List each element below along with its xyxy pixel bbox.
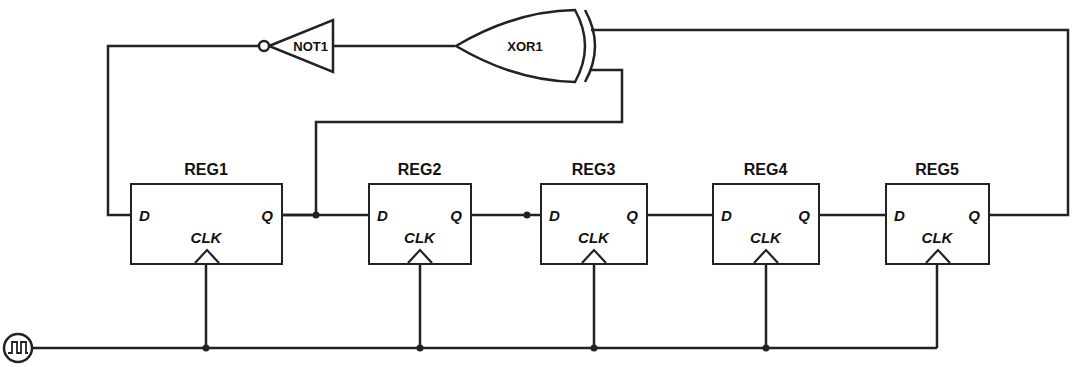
inversion-bubble <box>259 41 269 51</box>
register-name: REG2 <box>398 162 442 178</box>
register-box: REG1DQCLK <box>130 183 283 265</box>
clock-drop <box>936 265 939 348</box>
gate-outline <box>456 10 585 82</box>
not-gate: NOT1 <box>258 18 334 74</box>
pin-label: D <box>721 208 732 223</box>
signal-wire <box>820 214 885 217</box>
clock-drop <box>765 265 768 348</box>
clock-drop <box>205 265 208 348</box>
pin-label: Q <box>798 208 810 223</box>
register-box: REG2DQCLK <box>368 183 472 265</box>
pin-label: Q <box>261 208 273 223</box>
pin-label: Q <box>968 208 980 223</box>
clock-bus <box>32 347 937 350</box>
signal-wire <box>472 214 540 217</box>
clock-pin-label: CLK <box>404 230 435 245</box>
junction-dot <box>203 345 210 352</box>
gate-label: NOT1 <box>293 40 328 53</box>
register-box: REG4DQCLK <box>712 183 820 265</box>
register-name: REG3 <box>572 162 616 178</box>
clock-drop <box>593 265 596 348</box>
gate-outline <box>269 20 333 72</box>
clock-triangle <box>754 249 778 263</box>
clock-pin-label: CLK <box>922 230 953 245</box>
junction-dot <box>417 345 424 352</box>
signal-wire <box>334 45 455 48</box>
clock-triangle <box>582 249 606 263</box>
xor-gate: XOR1 <box>455 8 605 84</box>
clock-pin-label: CLK <box>750 230 781 245</box>
clock-source <box>4 334 32 362</box>
pin-label: Q <box>450 208 462 223</box>
signal-wire <box>648 214 712 217</box>
clock-triangle <box>408 249 432 263</box>
register-box: REG5DQCLK <box>885 183 990 265</box>
pin-label: D <box>894 208 905 223</box>
register-name: REG4 <box>744 162 788 178</box>
pin-label: D <box>377 208 388 223</box>
register-box: REG3DQCLK <box>540 183 648 265</box>
register-name: REG1 <box>184 162 228 178</box>
clock-pin-label: CLK <box>578 230 609 245</box>
clock-triangle <box>926 249 950 263</box>
square-wave <box>8 342 28 353</box>
gate-label: XOR1 <box>507 40 542 53</box>
pin-label: D <box>139 208 150 223</box>
signal-wire <box>605 30 1068 215</box>
input-lead <box>591 69 605 72</box>
pin-label: D <box>549 208 560 223</box>
register-name: REG5 <box>915 162 959 178</box>
clock-drop <box>419 265 422 348</box>
junction-dot <box>591 345 598 352</box>
junction-dot <box>763 345 770 352</box>
input-lead <box>591 29 605 32</box>
clock-pin-label: CLK <box>191 230 222 245</box>
pin-label: Q <box>626 208 638 223</box>
clock-triangle <box>195 249 219 263</box>
